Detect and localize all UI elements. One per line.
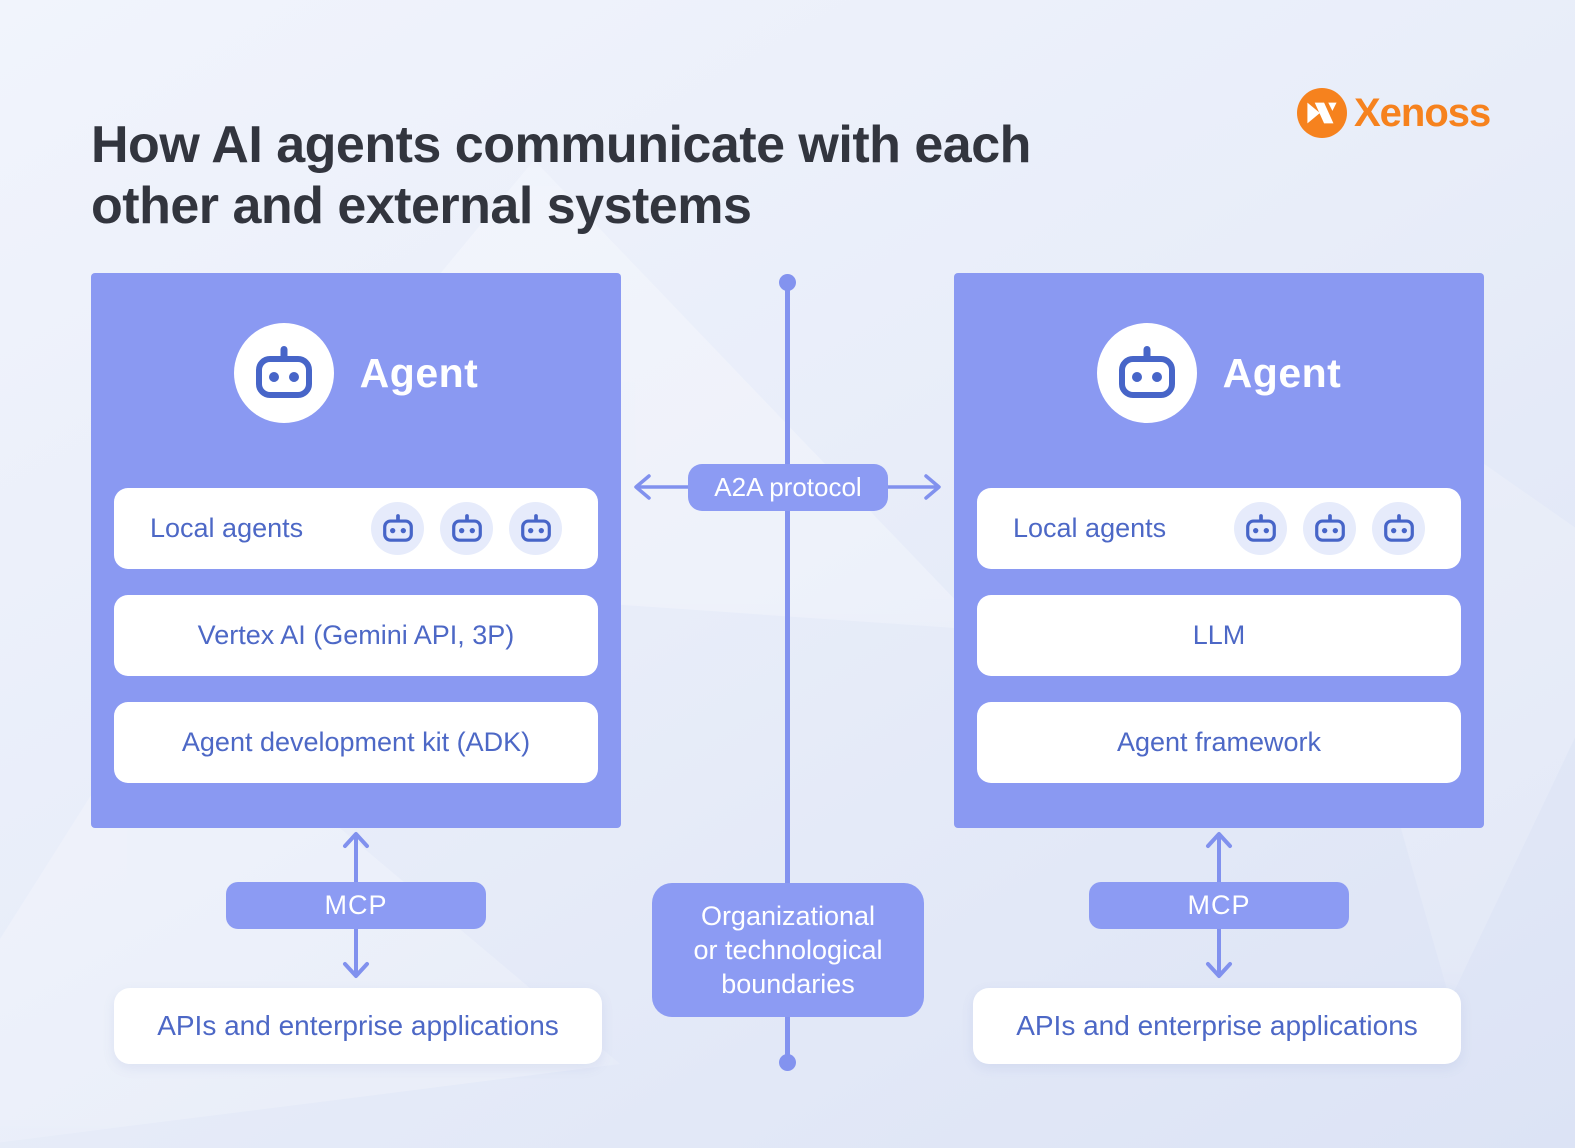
- robot-icon: [1234, 502, 1287, 555]
- robot-icon: [1115, 344, 1179, 402]
- agent-title: Agent: [1222, 349, 1342, 396]
- agent-title: Agent: [359, 349, 479, 396]
- robot-icon: [440, 502, 493, 555]
- agent-panel-right: Agent Local agents LLM Agent framework: [954, 273, 1484, 828]
- boundaries-box: Organizational or technological boundari…: [652, 883, 924, 1017]
- local-agents-row: Local agents: [114, 488, 598, 569]
- divider-bottom-dot: [779, 1054, 796, 1071]
- external-apps-box-right: APIs and enterprise applications: [973, 988, 1461, 1064]
- robot-icon: [252, 344, 316, 402]
- framework-row: Agent framework: [977, 702, 1461, 783]
- local-agent-icons: [1234, 502, 1425, 555]
- robot-icon: [509, 502, 562, 555]
- framework-row: Agent development kit (ADK): [114, 702, 598, 783]
- robot-icon: [371, 502, 424, 555]
- mcp-badge-right: MCP: [1089, 882, 1349, 929]
- agent-rows: Local agents LLM Agent framework: [977, 488, 1461, 783]
- agent-header: Agent: [954, 273, 1484, 423]
- agent-avatar: [233, 323, 334, 423]
- agent-header: Agent: [91, 273, 621, 423]
- external-apps-box-left: APIs and enterprise applications: [114, 988, 602, 1064]
- divider-top-dot: [779, 274, 796, 291]
- local-agent-icons: [371, 502, 562, 555]
- a2a-protocol-badge: A2A protocol: [688, 464, 888, 511]
- agent-rows: Local agents Vertex AI (Gemini API, 3P) …: [114, 488, 598, 783]
- mcp-badge-left: MCP: [226, 882, 486, 929]
- boundaries-line: Organizational: [700, 901, 876, 931]
- page-title: How AI agents communicate with each othe…: [91, 115, 1031, 235]
- brand-logo: Xenoss: [1297, 88, 1491, 138]
- boundaries-line: or technological: [693, 935, 883, 965]
- agent-avatar: [1096, 323, 1197, 423]
- robot-icon: [1303, 502, 1356, 555]
- agent-panel-left: Agent Local agents Vertex AI (Gemini API…: [91, 273, 621, 828]
- local-agents-label: Local agents: [150, 513, 304, 543]
- boundary-divider-line: [785, 283, 790, 1063]
- platform-row: Vertex AI (Gemini API, 3P): [114, 595, 598, 676]
- boundaries-line: boundaries: [721, 969, 855, 999]
- xenoss-logo-icon: [1297, 88, 1347, 138]
- local-agents-row: Local agents: [977, 488, 1461, 569]
- platform-row: LLM: [977, 595, 1461, 676]
- robot-icon: [1372, 502, 1425, 555]
- brand-name: Xenoss: [1354, 91, 1491, 135]
- local-agents-label: Local agents: [1013, 513, 1167, 543]
